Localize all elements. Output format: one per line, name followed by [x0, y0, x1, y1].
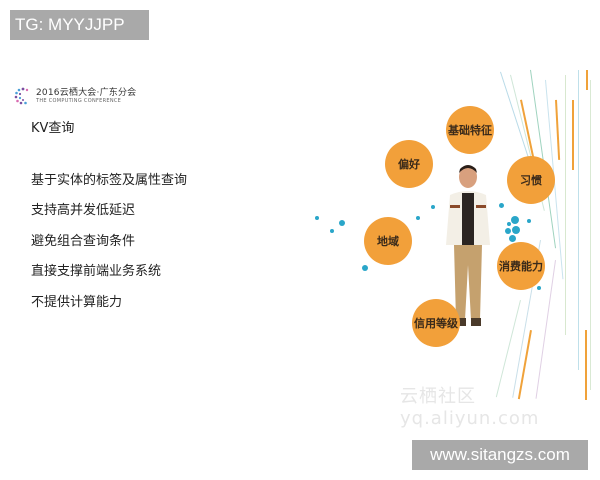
bullet-item: 支持高并发低延迟: [31, 203, 136, 219]
logo-subtitle: THE COMPUTING CONFERENCE: [36, 97, 122, 104]
logo-title: 2016云栖大会·广东分会: [36, 87, 137, 98]
conference-logo: 2016云栖大会·广东分会 THE COMPUTING CONFERENCE: [13, 86, 136, 106]
feature-circle-basic: 基础特征: [446, 106, 494, 154]
slide-title: KV查询: [31, 121, 75, 136]
watermark-tag-top: TG: MYYJJPP: [10, 10, 149, 40]
bullet-item: 基于实体的标签及属性查询: [31, 173, 188, 188]
bullet-list: 基于实体的标签及属性查询 支持高并发低延迟 避免组合查询条件 直接支撑前端业务系…: [31, 172, 187, 324]
bullet-item: 避免组合查询条件: [31, 233, 136, 249]
feature-circle-spending: 消费能力: [497, 242, 545, 290]
bullet-item: 直接支撑前端业务系统: [31, 264, 162, 280]
person-illustration: [438, 165, 494, 335]
logo-icon: [13, 86, 33, 106]
community-watermark: 云栖社区yq.aliyun.com: [400, 386, 540, 429]
feature-circle-habit: 习惯: [507, 156, 555, 204]
bullet-item: 不提供计算能力: [31, 294, 123, 310]
feature-circle-preference: 偏好: [385, 140, 433, 188]
feature-circle-region: 地域: [364, 217, 412, 265]
feature-circle-credit: 信用等级: [412, 299, 460, 347]
watermark-tag-bottom: www.sitangzs.com: [412, 440, 588, 470]
